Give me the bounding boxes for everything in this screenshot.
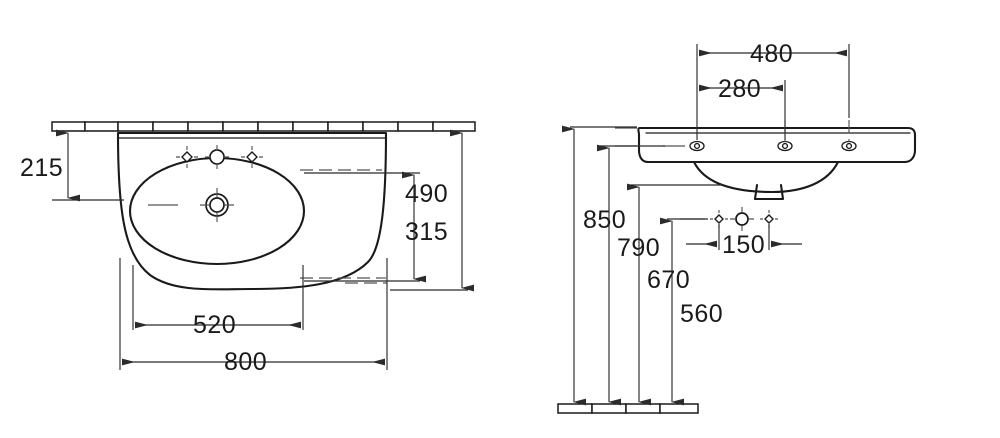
dimension-520-label: 520 [193, 311, 236, 339]
dimension-670: 670 [627, 183, 722, 406]
fixing-hole-right [760, 210, 778, 228]
basin-outline-side [637, 126, 917, 164]
dimension-800-label: 800 [224, 348, 267, 376]
outlet-stub-side [753, 183, 785, 201]
side-view-group: 480 280 850 790 670 [557, 40, 917, 414]
dimension-315: 315 [304, 171, 448, 283]
dimension-215-label: 215 [20, 154, 63, 182]
dimension-490: 490 [390, 129, 474, 292]
dimension-480: 480 [696, 40, 850, 140]
dimension-850: 850 [562, 125, 637, 406]
dimension-480-label: 480 [750, 40, 793, 68]
dimension-280: 280 [699, 75, 786, 140]
tap-hole-center-side [777, 140, 793, 152]
dimension-520: 520 [132, 265, 304, 339]
dimension-490-label: 490 [405, 180, 448, 208]
dimension-670-label: 670 [647, 266, 690, 294]
bowl-underside-side [692, 160, 840, 194]
basin-outline-plan [116, 131, 388, 291]
tap-hole-center-plan [205, 145, 229, 169]
dimension-150-label: 150 [722, 231, 765, 259]
drain-plan [200, 188, 234, 222]
dimension-800: 800 [119, 258, 388, 376]
dimension-280-label: 280 [718, 75, 761, 103]
dimension-560-label: 560 [680, 300, 723, 328]
tap-hole-right-plan [241, 146, 263, 168]
wall-line-plan [51, 121, 476, 132]
dimension-850-label: 850 [583, 206, 626, 234]
fixing-holes-side [680, 207, 778, 231]
tap-hole-left-side [689, 140, 705, 152]
fixing-hole-left [710, 210, 728, 228]
floor-line-side [557, 403, 699, 414]
dimension-215: 215 [20, 129, 124, 202]
tap-hole-right-side [841, 140, 857, 152]
dimension-560: 560 [660, 217, 723, 406]
plan-view-group: 215 490 315 520 800 [20, 121, 476, 376]
tap-hole-left-plan [176, 146, 198, 168]
dimension-315-label: 315 [405, 218, 448, 246]
fixing-hole-center [730, 207, 754, 231]
dimension-150: 150 [686, 224, 802, 259]
